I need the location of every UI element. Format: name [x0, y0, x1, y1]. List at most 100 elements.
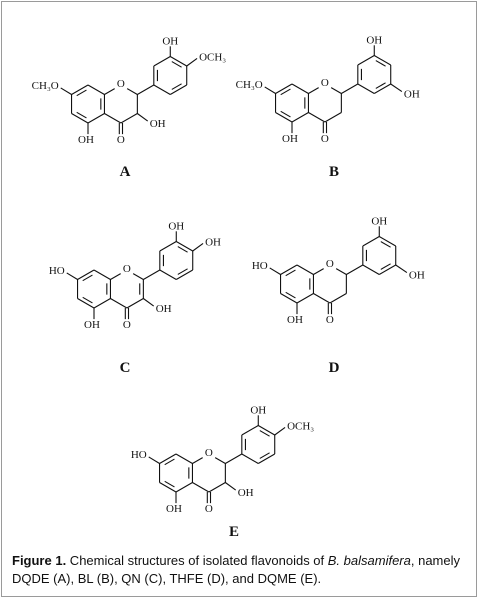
b-ring-meta-substituent-label: OH	[409, 270, 425, 282]
ring-b-bond	[378, 264, 397, 275]
ring-a-bond	[93, 298, 111, 309]
ring-a-double-bond	[76, 111, 87, 119]
b-ring-meta-bond	[395, 264, 408, 274]
ring-c-bond	[192, 482, 210, 493]
ring-a-double-bond	[76, 89, 87, 97]
b-ring-top-substituent-label: OH	[162, 35, 178, 47]
ring-c-bond	[308, 87, 319, 94]
ring-b-bond	[153, 84, 171, 95]
structure-letter-label: B	[329, 164, 339, 180]
ring-b-bond	[241, 425, 259, 436]
ring-a-bond	[77, 269, 95, 280]
ring-a-bond	[77, 298, 95, 309]
ring-b-bond	[357, 55, 375, 66]
carbonyl-oxygen-label: O	[321, 133, 329, 145]
ring-b-bond	[357, 83, 375, 94]
c7-substituent-bond	[60, 87, 72, 95]
ring-oxygen-label: O	[321, 77, 329, 89]
ring-b-double-bond	[171, 83, 182, 90]
ring-c-bond	[329, 293, 347, 304]
c3-hydroxyl-bond	[225, 482, 237, 491]
ring-a-bond	[175, 482, 193, 493]
ring-b-bond	[169, 56, 188, 67]
ring-b-double-bond	[259, 452, 270, 459]
carbonyl-oxygen-label: O	[205, 503, 213, 515]
ring-a-double-bond	[280, 88, 291, 96]
ring-b-double-bond	[177, 268, 188, 275]
ring-c-bond	[192, 457, 203, 464]
ring-a-bond	[275, 112, 293, 123]
ring-b-double-bond	[259, 430, 270, 437]
ring-c-bond	[126, 298, 144, 309]
ring-oxygen-label: O	[205, 447, 213, 459]
c3-hydroxyl-bond	[143, 298, 155, 307]
ring-b-bond	[257, 425, 276, 436]
ring-c-bond	[313, 268, 324, 275]
b-ring-link-bond	[143, 269, 161, 280]
b-ring-meta-bond	[390, 83, 403, 93]
caption-text-before: Chemical structures of isolated flavonoi…	[66, 553, 328, 568]
ring-c-bond	[126, 88, 138, 95]
ring-a-bond	[159, 453, 177, 464]
ring-c-bond	[120, 113, 138, 124]
b-ring-link-bond	[341, 83, 359, 94]
c3-hydroxyl-bond	[137, 113, 149, 122]
ring-a-double-bond	[82, 274, 93, 282]
ring-a-double-bond	[164, 458, 175, 466]
ring-a-bond	[280, 264, 298, 275]
structure-letter-label: A	[120, 164, 131, 180]
b-ring-top-substituent-label: OH	[168, 220, 184, 232]
ring-b-bond	[241, 453, 259, 464]
ring-b-bond	[175, 269, 194, 280]
caption-text-after: , namely DQDE (A), BL (B), QN (C), THFE …	[12, 553, 460, 586]
ring-b-double-bond	[380, 241, 391, 248]
ring-b-bond	[257, 453, 276, 464]
ring-c-bond	[214, 457, 226, 464]
ring-b-bond	[373, 83, 392, 94]
ring-a-bond	[280, 293, 298, 304]
ring-a-bond	[296, 293, 314, 304]
ring-c-bond	[110, 298, 128, 309]
ring-a-bond	[93, 269, 111, 280]
ring-c-bond	[104, 88, 115, 95]
c3-substituent-label: OH	[156, 303, 172, 315]
ring-b-bond	[159, 269, 177, 280]
ring-b-double-bond	[171, 61, 182, 68]
ring-b-bond	[159, 241, 177, 252]
c5-substituent-label: OH	[166, 503, 182, 515]
ring-a-bond	[71, 84, 89, 95]
carbonyl-oxygen-label: O	[117, 134, 125, 146]
ring-c-bond	[104, 113, 122, 124]
b-ring-meta-substituent-label: OCH₃	[199, 51, 226, 63]
ring-c-bond	[308, 112, 326, 123]
c7-substituent-label: HO	[252, 260, 268, 272]
ring-b-bond	[153, 56, 171, 67]
c7-substituent-label: CH₃O	[236, 79, 263, 91]
c7-substituent-bond	[66, 272, 78, 280]
b-ring-link-bond	[346, 264, 364, 275]
ring-c-bond	[132, 273, 144, 280]
ring-c-bond	[110, 273, 121, 280]
caption-species: B. balsamifera	[327, 553, 411, 568]
ring-a-double-bond	[164, 480, 175, 488]
ring-c-bond	[324, 112, 342, 123]
carbonyl-oxygen-label: O	[326, 314, 334, 326]
ring-b-double-bond	[177, 246, 188, 253]
c7-substituent-label: CH₃O	[32, 80, 59, 92]
ring-a-bond	[291, 112, 309, 123]
c5-substituent-label: OH	[78, 134, 94, 146]
ring-a-bond	[159, 482, 177, 493]
structure-letter-label: C	[120, 360, 131, 376]
b-ring-link-bond	[225, 453, 243, 464]
ring-a-bond	[275, 83, 293, 94]
b-ring-meta-substituent-label: OCH₃	[287, 420, 314, 432]
b-ring-meta-substituent-label: OH	[205, 236, 221, 248]
b-ring-meta-bond	[192, 243, 204, 252]
ring-b-double-bond	[375, 82, 386, 89]
